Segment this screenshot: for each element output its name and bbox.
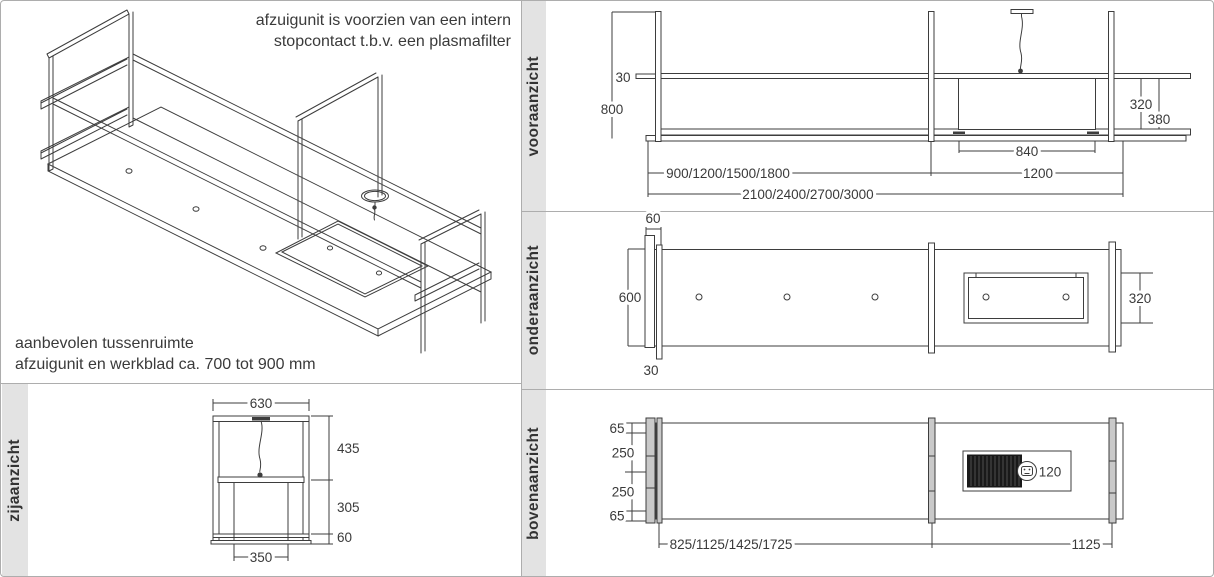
front-dim-total-height: 380 [1148, 112, 1171, 127]
bottom-dim-depth: 600 [619, 290, 642, 305]
note-clearance-line2: afzuigunit en werkblad ca. 700 tot 900 m… [15, 356, 316, 373]
side-view-label: zijaanzicht [6, 439, 23, 522]
note-clearance-line1: aanbevolen tussenruimte [15, 335, 194, 352]
front-dim-filter-width: 840 [1016, 144, 1039, 159]
side-dim-base: 60 [337, 530, 352, 545]
front-dim-bay2: 1200 [1023, 166, 1053, 181]
top-dim-bay2: 1125 [1071, 537, 1100, 552]
side-view-drawing: 630 435 305 60 350 [210, 393, 363, 568]
bottom-dim-bracket-width: 60 [645, 211, 660, 226]
side-power-cable [258, 420, 263, 473]
front-post-right [1108, 11, 1115, 142]
front-dim-bay1: 900/1200/1500/1800 [666, 166, 790, 181]
front-view-label: vooraanzicht [525, 55, 542, 157]
note-internal-socket: afzuigunit is voorzien van een intern st… [211, 10, 511, 52]
front-post-middle [928, 11, 935, 142]
front-dim-inner-height: 320 [1130, 97, 1153, 112]
front-filter-box [958, 78, 1096, 130]
bottom-bracket-left-narrow [656, 244, 663, 360]
top-bracket-right [1108, 417, 1117, 524]
bottom-dim-filter-depth: 320 [1129, 291, 1152, 306]
side-dim-upper: 435 [337, 441, 360, 456]
side-dim-width: 630 [250, 396, 273, 411]
strip-bottom-view: onderaanzicht [522, 212, 546, 389]
front-dim-total: 2100/2400/2700/3000 [742, 187, 873, 202]
bottom-view-label: onderaanzicht [525, 245, 542, 356]
note-clearance: aanbevolen tussenruimte afzuigunit en we… [15, 333, 395, 375]
top-dim-spacing2: 250 [612, 485, 635, 500]
socket-icon [1017, 461, 1037, 481]
cable-end-dot [372, 205, 377, 210]
strip-top-view: bovenaanzicht [522, 390, 546, 576]
bottom-view-drawing: 60 600 30 320 [616, 208, 1155, 381]
side-middle-rail [217, 476, 305, 483]
power-cable [1019, 16, 1023, 70]
ceiling-plate [1010, 9, 1034, 14]
front-bottom-lip [645, 135, 1187, 142]
front-rail-stub [635, 73, 657, 79]
top-dim-bay1: 825/1125/1425/1725 [670, 537, 793, 552]
strip-front-view: vooraanzicht [522, 1, 546, 211]
top-bracket-left-narrow [656, 417, 663, 524]
strip-side-view: zijaanzicht [2, 384, 28, 576]
divider-right-1 [521, 211, 1213, 212]
front-view-drawing: 30 800 320 380 840 900/1200/1500/1800 12… [598, 9, 1191, 205]
divider-right-2 [521, 389, 1213, 390]
isometric-drawing [40, 9, 493, 354]
side-dim-duct: 350 [250, 550, 273, 565]
divider-left [1, 383, 521, 384]
top-bracket-left-wide [645, 417, 656, 524]
note-internal-socket-line2: stopcontact t.b.v. een plasmafilter [273, 33, 511, 50]
note-internal-socket-line1: afzuigunit is voorzien van een intern [255, 12, 511, 29]
top-dim-socket: 120 [1039, 465, 1062, 480]
top-dim-edge-bottom: 65 [609, 509, 624, 524]
top-view-label: bovenaanzicht [525, 427, 542, 540]
front-dim-height: 800 [601, 102, 624, 117]
side-ceiling-plate [252, 417, 270, 421]
bottom-bracket-middle [928, 242, 935, 354]
divider-vertical-center [521, 1, 522, 576]
top-dim-spacing1: 250 [612, 446, 635, 461]
front-dim-rail-thickness: 30 [615, 70, 630, 85]
bottom-bracket-left-wide [644, 235, 655, 348]
top-dim-edge-top: 65 [609, 421, 624, 436]
top-bracket-middle [928, 417, 936, 524]
side-dim-lower: 305 [337, 500, 360, 515]
front-post-left [655, 11, 662, 142]
bottom-bracket-right [1108, 241, 1116, 353]
bottom-dim-bracket-offset: 30 [643, 363, 658, 378]
top-view-drawing: 65 250 250 65 120 825/1125/1425/1725 112… [606, 417, 1124, 555]
